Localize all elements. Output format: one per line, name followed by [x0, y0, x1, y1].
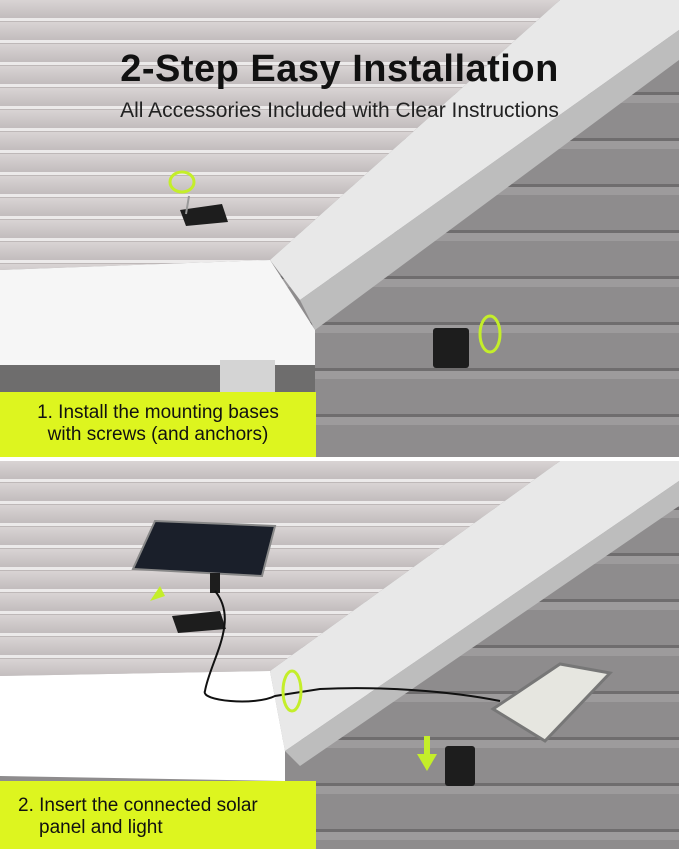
mounting-base-wall	[445, 746, 475, 786]
rotate-arrow-icon	[281, 669, 303, 713]
step-1-line-2: with screws (and anchors)	[47, 424, 269, 445]
step-2-panel: 2. Insert the connected solar panel and …	[0, 461, 679, 849]
step-2-line-1: 2. Insert the connected solar	[18, 795, 258, 816]
arrow-down-icon	[417, 754, 437, 771]
step-1-label: 1. Install the mounting bases with screw…	[0, 392, 316, 457]
arrow-left-icon	[150, 586, 165, 601]
page-title: 2-Step Easy Installation	[120, 48, 559, 90]
step-1-panel: 2-Step Easy Installation All Accessories…	[0, 0, 679, 457]
solar-panel-icon	[131, 519, 277, 578]
step-2-line-2: panel and light	[39, 817, 163, 838]
roof-scene-1	[0, 0, 679, 457]
mounting-base-wall	[433, 328, 469, 368]
led-flood-light-icon	[490, 662, 614, 743]
mounting-base-roof	[180, 204, 228, 226]
mounting-base-roof	[172, 611, 226, 633]
rotate-arrow-icon	[168, 170, 196, 194]
step-2-label: 2. Insert the connected solar panel and …	[0, 781, 316, 849]
cable	[203, 590, 501, 703]
step-1-line-1: 1. Install the mounting bases	[37, 402, 279, 423]
rotate-arrow-icon	[478, 314, 502, 354]
page-subtitle: All Accessories Included with Clear Inst…	[120, 99, 559, 122]
